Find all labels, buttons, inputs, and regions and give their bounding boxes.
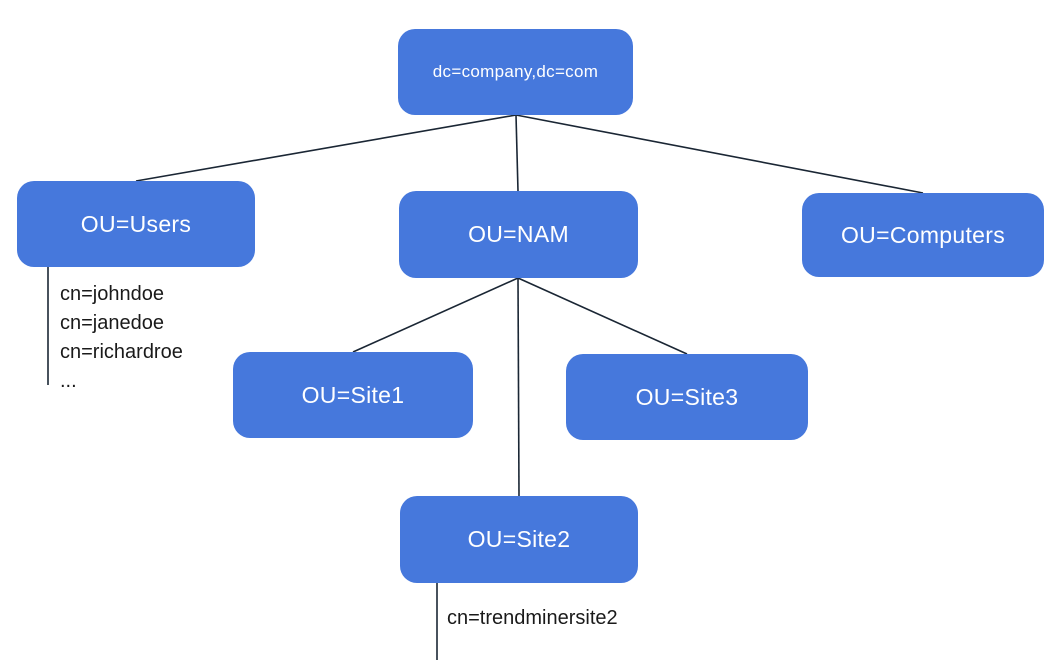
entry-item: cn=janedoe — [60, 312, 164, 334]
node-ou-users-label: OU=Users — [80, 210, 192, 237]
edge-root-users — [135, 114, 517, 182]
entry-item: cn=trendminersite2 — [447, 607, 618, 629]
node-ou-site2: OU=Site2 — [400, 496, 638, 583]
node-root-label: dc=company,dc=com — [432, 62, 599, 81]
node-ou-site3-label: OU=Site3 — [635, 383, 739, 410]
entry-item: ... — [60, 370, 77, 392]
edge-nam-site2 — [517, 277, 520, 497]
users-entry-list: cn=johndoe cn=janedoe cn=richardroe ... — [60, 280, 183, 396]
node-ou-computers-label: OU=Computers — [840, 221, 1006, 248]
node-ou-site3: OU=Site3 — [566, 354, 808, 440]
entry-item: cn=richardroe — [60, 341, 183, 363]
node-ou-nam: OU=NAM — [399, 191, 638, 278]
edge-root-computers — [515, 114, 924, 194]
edge-root-nam — [515, 114, 519, 192]
node-ou-users: OU=Users — [17, 181, 255, 267]
site2-entry-list: cn=trendminersite2 — [447, 604, 618, 633]
node-ou-computers: OU=Computers — [802, 193, 1044, 277]
node-root: dc=company,dc=com — [398, 29, 633, 115]
node-ou-site1: OU=Site1 — [233, 352, 473, 438]
entry-item: cn=johndoe — [60, 283, 164, 305]
node-ou-site1-label: OU=Site1 — [301, 381, 405, 408]
edge-nam-site3 — [517, 277, 688, 355]
edge-nam-site1 — [352, 277, 519, 353]
node-ou-site2-label: OU=Site2 — [467, 526, 571, 552]
node-ou-nam-label: OU=NAM — [468, 221, 569, 247]
